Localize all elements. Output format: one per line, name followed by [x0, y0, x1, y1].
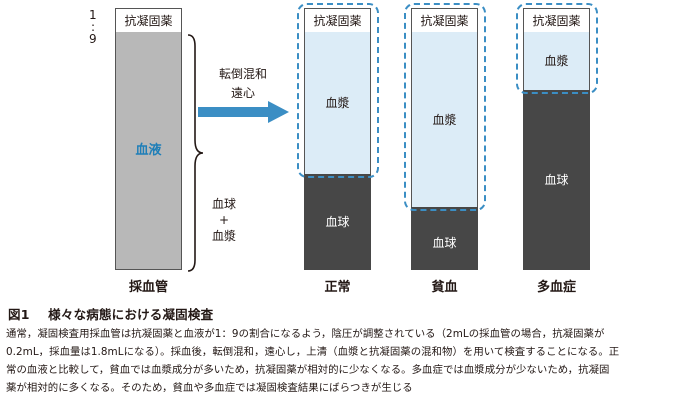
anemia-tube-label: 貧血 [431, 280, 458, 295]
figure-caption-body: 通常，凝固検査用採血管は抗凝固薬と血液が1：9の割合になるよう，陰圧が調整されて… [6, 325, 694, 397]
arrow-label-centrifuge: 遠心 [230, 85, 255, 100]
normal-tube-label: 正常 [324, 280, 351, 295]
arrow-label-mix: 転倒混和 [218, 67, 267, 81]
caption-line: 0.2mL，採血量は1.8mLになる）。採血後，転倒混和，遠心し，上清（血漿と抗… [6, 346, 620, 358]
anemia-tube-cells: 血球 [411, 207, 478, 270]
polycythemia-tube-plasma: 血漿 [523, 32, 590, 90]
collection-tube-blood: 血液 [115, 32, 182, 270]
brace-label-cells: 血球 [211, 197, 236, 211]
ratio-top: 1 [89, 8, 97, 22]
anemia-tube-plasma: 血漿 [411, 32, 478, 207]
polycythemia-tube-anticoagulant: 抗凝固薬 [523, 8, 590, 33]
collection-tube-label: 採血管 [128, 280, 168, 295]
brace-label: 血球 + 血漿 [206, 196, 242, 245]
arrow-label: 転倒混和 遠心 [212, 65, 274, 102]
right-arrow-icon [198, 101, 289, 123]
brace-icon [187, 34, 204, 272]
polycythemia-tube-label: 多血症 [536, 280, 576, 295]
caption-line: 薬が相対的に多くなる。そのため，貧血や多血症では凝固検査結果にばらつきが生じる [6, 382, 413, 394]
polycythemia-tube-cells: 血球 [523, 90, 590, 270]
figure-number: 図1 [8, 307, 30, 322]
collection-tube-anticoagulant: 抗凝固薬 [115, 8, 182, 33]
caption-line: 常の血液と比較して，貧血では血漿成分が多いため，抗凝固薬が相対的に少なくなる。多… [6, 364, 610, 376]
normal-tube-cells: 血球 [304, 174, 371, 270]
caption-line: 通常，凝固検査用採血管は抗凝固薬と血液が1：9の割合になるよう，陰圧が調整されて… [6, 328, 605, 340]
figure-title: 様々な病態における凝固検査 [48, 307, 214, 322]
normal-tube-supernatant-highlight [297, 3, 379, 178]
ratio-bottom: 9 [89, 32, 97, 46]
normal-tube-anticoagulant: 抗凝固薬 [304, 8, 371, 33]
brace-label-plus: + [218, 213, 230, 228]
brace-label-plasma: 血漿 [211, 229, 236, 244]
ratio-separator: : [91, 20, 96, 34]
polycythemia-tube-supernatant-highlight [516, 3, 598, 94]
normal-tube-plasma: 血漿 [304, 32, 371, 174]
figure-caption-title: 図1 様々な病態における凝固検査 [8, 304, 213, 323]
anemia-tube-supernatant-highlight [404, 3, 486, 211]
